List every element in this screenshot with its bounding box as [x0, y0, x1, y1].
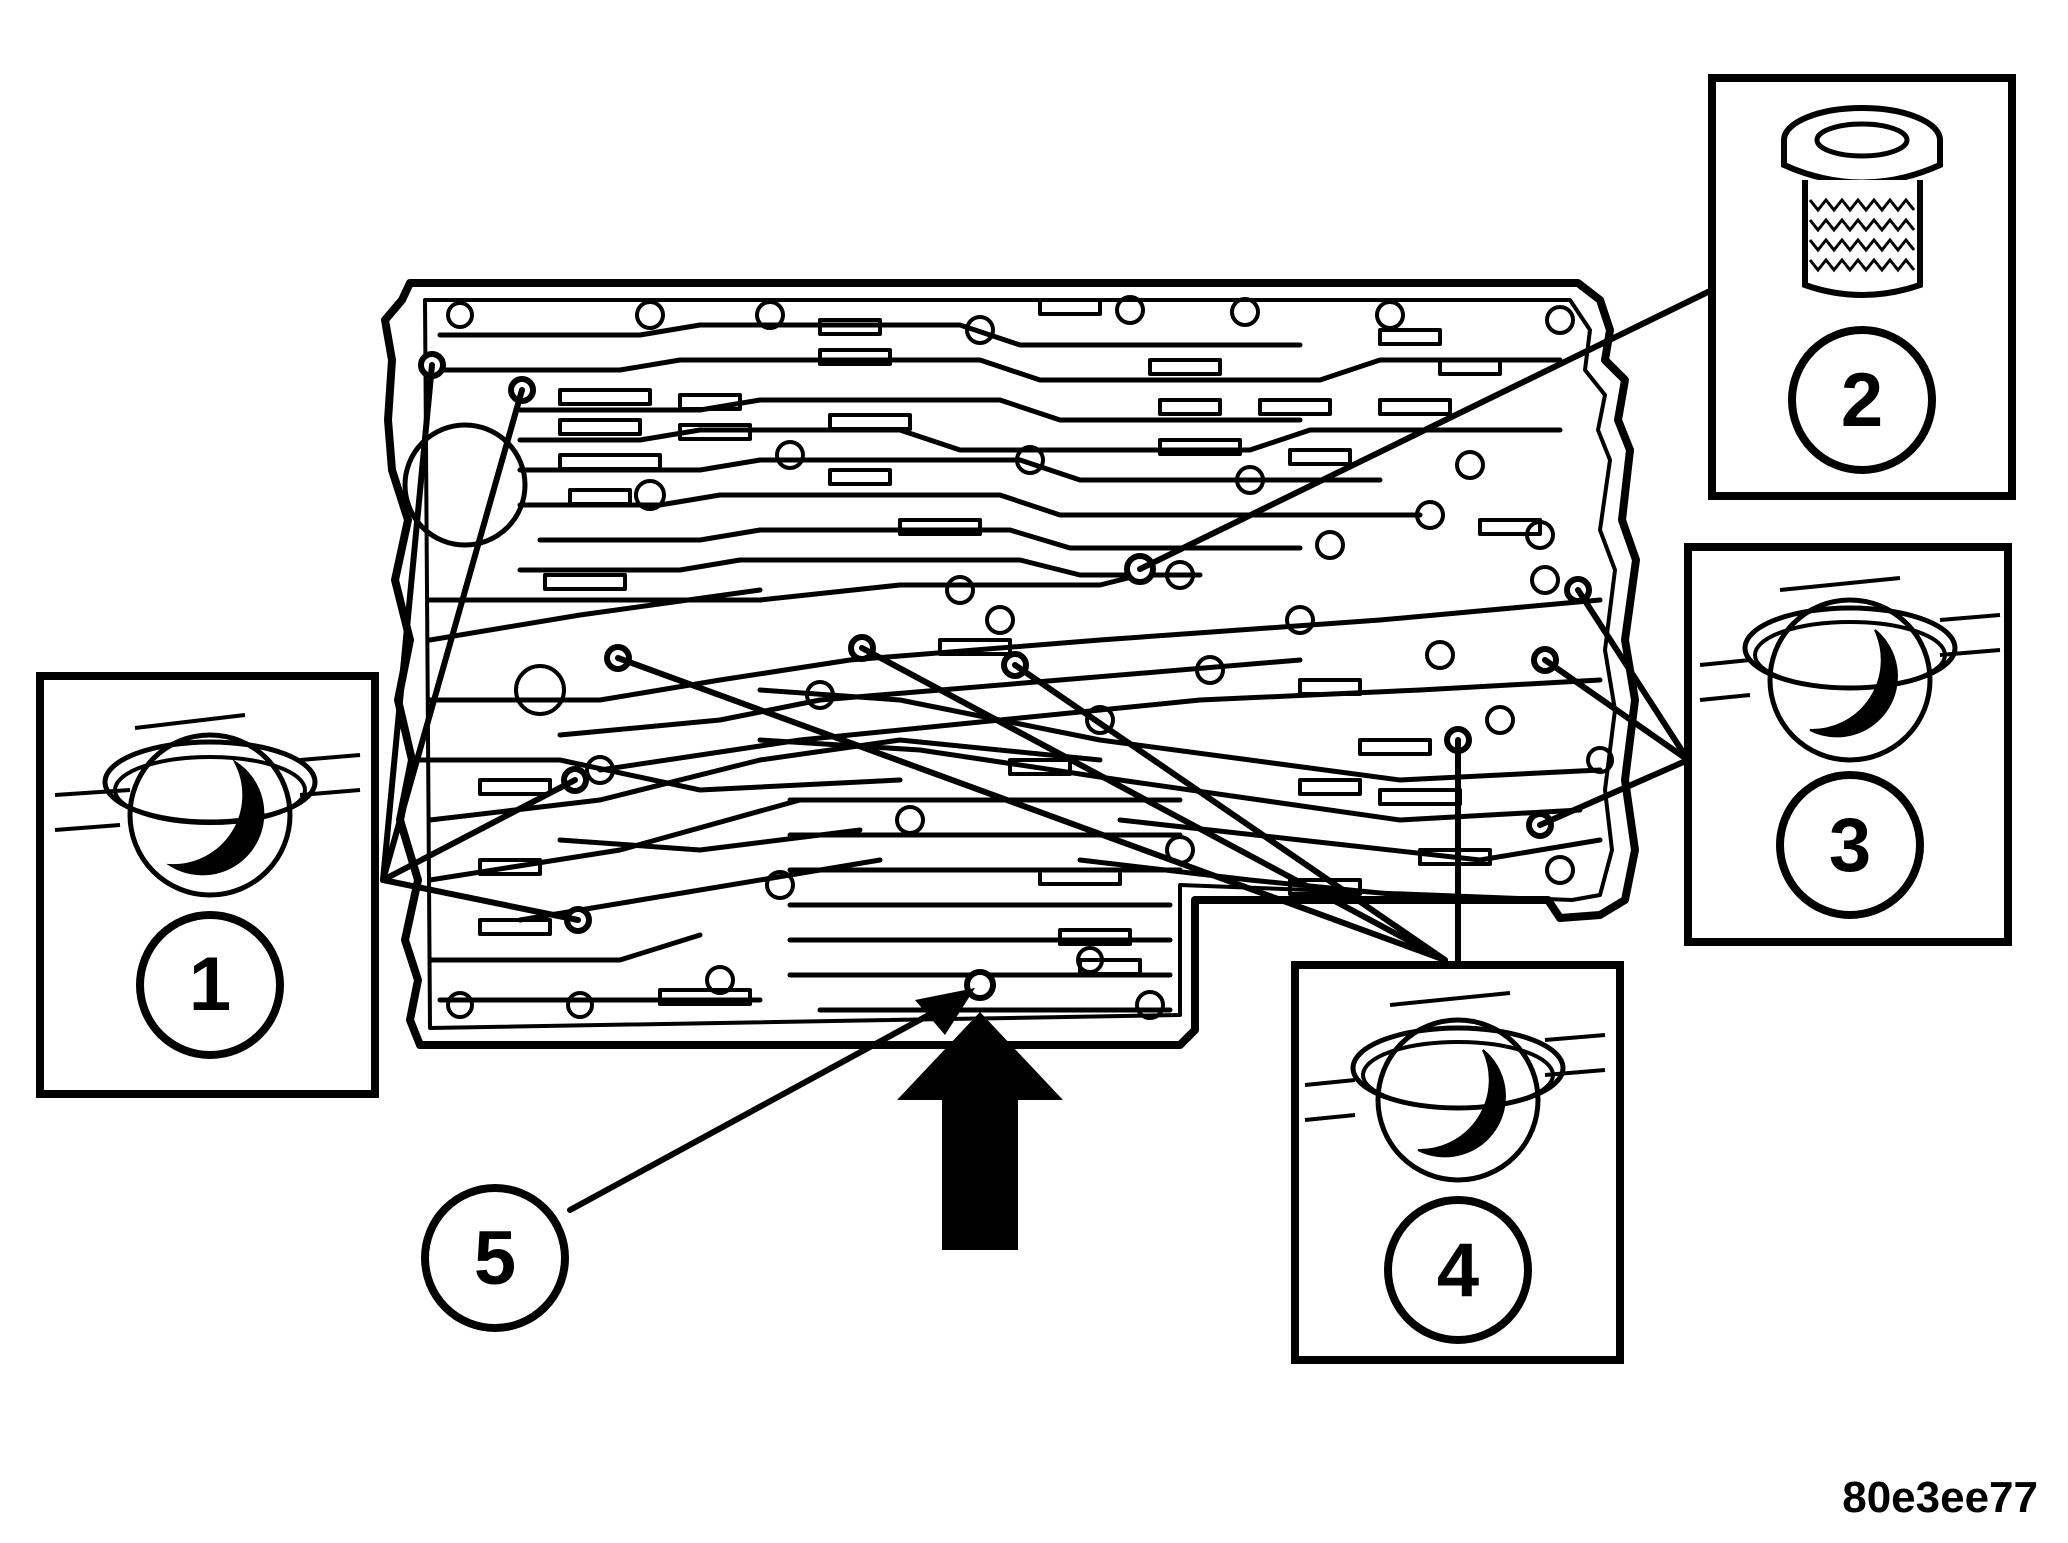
figure-id: 80e3ee77	[1842, 1473, 2038, 1522]
callout-2-label: 2	[1841, 358, 1883, 443]
detail-box-4: 4	[1291, 961, 1624, 1364]
detail-box-2: 2	[1708, 74, 2016, 500]
callout-2: 2	[1788, 326, 1936, 474]
callout-1: 1	[136, 911, 284, 1059]
callout-5-label: 5	[474, 1216, 516, 1301]
callout-5: 5	[421, 1184, 569, 1332]
location-5	[964, 969, 996, 1001]
check-ball-icon	[1699, 576, 2001, 763]
detail-box-1: 1	[36, 672, 379, 1098]
callout-1-label: 1	[189, 942, 231, 1027]
detail-box-3: 3	[1684, 543, 2012, 946]
leader-lines	[380, 287, 1715, 1213]
callout-4: 4	[1384, 1196, 1532, 1344]
callout-3: 3	[1776, 771, 1924, 919]
leader-5-arrowhead	[915, 988, 975, 1035]
check-ball-icon	[54, 713, 361, 898]
filter-screen-icon	[1781, 105, 1943, 298]
callout-4-label: 4	[1437, 1228, 1479, 1313]
arrow-up-icon	[897, 1012, 1063, 1250]
check-ball-icon	[1304, 991, 1606, 1183]
callout-3-label: 3	[1829, 803, 1871, 888]
